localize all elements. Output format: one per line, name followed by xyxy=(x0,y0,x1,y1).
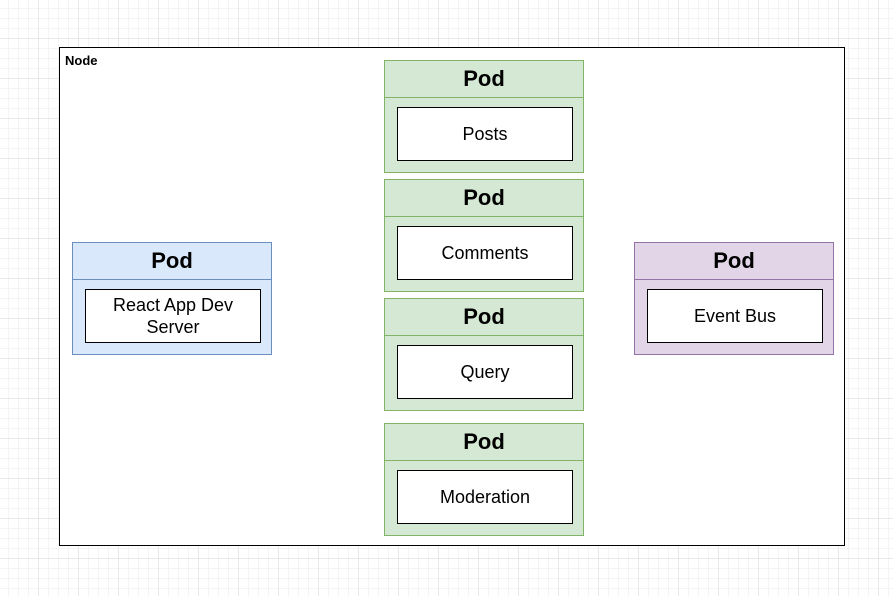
pod-query-title: Pod xyxy=(385,299,583,336)
service-comments[interactable]: Comments xyxy=(397,226,573,280)
pod-comments[interactable]: Pod Comments xyxy=(384,179,584,292)
service-moderation[interactable]: Moderation xyxy=(397,470,573,524)
pod-react-app[interactable]: Pod React App Dev Server xyxy=(72,242,272,355)
pod-moderation[interactable]: Pod Moderation xyxy=(384,423,584,536)
pod-moderation-title: Pod xyxy=(385,424,583,461)
pod-query[interactable]: Pod Query xyxy=(384,298,584,411)
service-react-app[interactable]: React App Dev Server xyxy=(85,289,261,343)
pod-event-bus[interactable]: Pod Event Bus xyxy=(634,242,834,355)
service-query[interactable]: Query xyxy=(397,345,573,399)
pod-posts-title: Pod xyxy=(385,61,583,98)
pod-comments-title: Pod xyxy=(385,180,583,217)
pod-posts[interactable]: Pod Posts xyxy=(384,60,584,173)
pod-event-bus-title: Pod xyxy=(635,243,833,280)
node-label: Node xyxy=(65,53,98,68)
pod-react-app-title: Pod xyxy=(73,243,271,280)
service-posts[interactable]: Posts xyxy=(397,107,573,161)
service-event-bus[interactable]: Event Bus xyxy=(647,289,823,343)
